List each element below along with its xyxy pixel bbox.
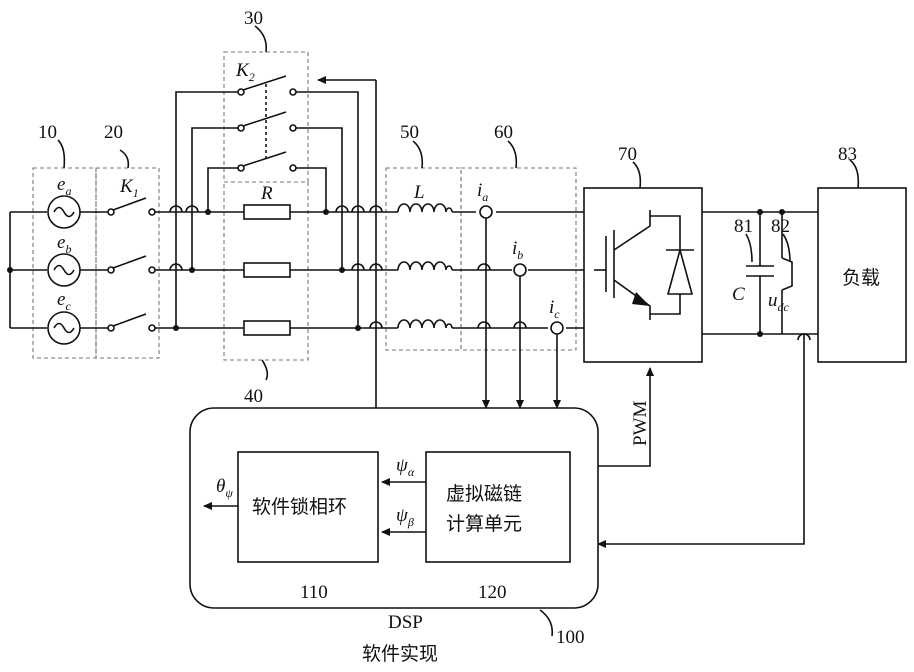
load-label: 负载 (842, 267, 880, 289)
converter-block (584, 188, 702, 362)
junction-dot (173, 325, 179, 331)
ref-40: 40 (244, 386, 263, 407)
pwm-label: PWM (630, 401, 651, 447)
resistor-a (244, 205, 290, 219)
current-label-ib: ib (512, 238, 523, 262)
switch-k1 (108, 198, 155, 331)
bypass-wiring (176, 80, 376, 408)
ref-70: 70 (618, 144, 637, 165)
ref-82: 82 (771, 216, 790, 237)
inductors (398, 204, 452, 328)
switch-k2 (238, 76, 296, 171)
ref-30: 30 (244, 8, 263, 29)
ref-10: 10 (38, 122, 57, 143)
flux-unit-line2: 计算单元 (446, 513, 522, 535)
dc-voltage-label: udc (768, 290, 790, 314)
junction-dot (205, 209, 211, 215)
ref-81: 81 (734, 216, 753, 237)
capacitor-label: C (732, 284, 745, 305)
dsp-label: DSP (388, 612, 423, 633)
ac-sources (48, 196, 80, 344)
flux-unit-line1: 虚拟磁链 (446, 483, 522, 505)
ref-83: 83 (838, 144, 857, 165)
inductor-label: L (413, 182, 425, 203)
junction-dot (339, 267, 345, 273)
ref-100: 100 (556, 627, 585, 648)
source-label-ec: ec (57, 289, 71, 313)
current-label-ic: ic (549, 297, 560, 321)
current-label-ia: ia (477, 180, 488, 204)
pll-label: 软件锁相环 (252, 496, 347, 518)
wire-crossings (170, 206, 526, 328)
ref-120: 120 (478, 582, 507, 603)
source-label-eb: eb (57, 232, 71, 256)
neutral-node (7, 267, 13, 273)
flux-unit-block (426, 452, 570, 562)
junction-dot (323, 209, 329, 215)
ref-20: 20 (104, 122, 123, 143)
dsp-caption: 软件实现 (362, 643, 438, 665)
switch-k2-label: K2 (235, 60, 255, 84)
switch-k1-label: K1 (119, 176, 139, 200)
ref-110: 110 (300, 582, 328, 603)
source-label-ea: ea (57, 174, 71, 198)
resistor-b (244, 263, 290, 277)
resistor-c (244, 321, 290, 335)
ref-60: 60 (494, 122, 513, 143)
resistor-label: R (260, 183, 273, 204)
ref-50: 50 (400, 122, 419, 143)
junction-dot (189, 267, 195, 273)
junction-dot (355, 325, 361, 331)
